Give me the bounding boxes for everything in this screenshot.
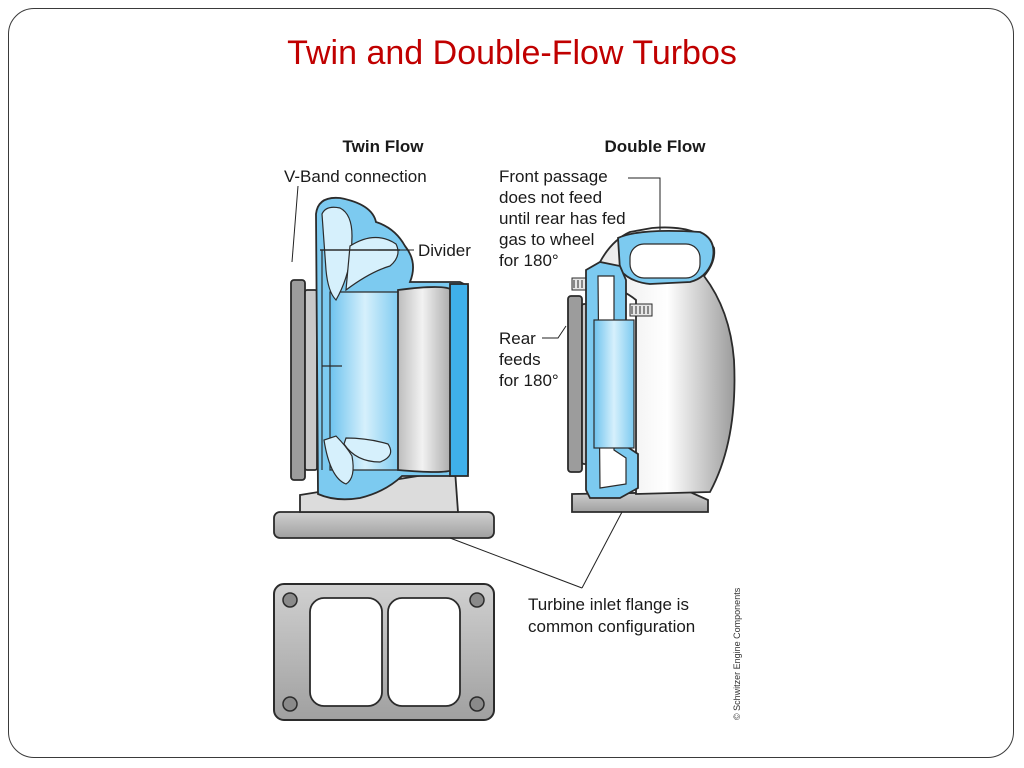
flange-bolt-hole	[282, 592, 298, 608]
label-flange-2: common configuration	[528, 617, 695, 636]
image-credit: © Schwitzer Engine Components	[732, 587, 742, 720]
slide-title: Twin and Double-Flow Turbos	[287, 34, 737, 72]
leader-front-passage	[628, 177, 661, 230]
flange-port-right	[387, 597, 461, 707]
twin-outlet	[397, 286, 453, 473]
label-rear-feeds-3: for 180°	[499, 371, 559, 390]
turbine-inlet-flange	[273, 583, 495, 721]
slide-frame	[8, 8, 1014, 758]
double-front-passage-core	[629, 243, 701, 279]
label-divider: Divider	[418, 241, 471, 260]
twin-flange-ring-outer	[290, 279, 306, 481]
flange-plate	[273, 583, 495, 721]
label-front-passage-5: for 180°	[499, 251, 559, 270]
double-stud-right	[629, 303, 653, 317]
twin-flow-heading: Twin Flow	[343, 137, 425, 156]
leader-flange-twin	[449, 537, 583, 589]
double-flow-housing	[567, 226, 736, 513]
twin-flow-housing	[273, 196, 495, 539]
label-rear-feeds-1: Rear	[499, 329, 536, 348]
double-flow-heading: Double Flow	[604, 137, 706, 156]
leader-v-band	[291, 185, 299, 263]
label-front-passage-3: until rear has fed	[499, 209, 626, 228]
flange-bolt-hole	[469, 696, 485, 712]
flange-bolt-hole	[282, 696, 298, 712]
label-flange-1: Turbine inlet flange is	[528, 595, 689, 614]
twin-outlet-rim	[449, 283, 469, 477]
twin-scroll-lower-b	[343, 437, 392, 463]
twin-scroll-upper-a	[321, 206, 353, 301]
leader-flange-double	[581, 511, 623, 589]
label-front-passage-1: Front passage	[499, 167, 608, 186]
label-v-band: V-Band connection	[284, 167, 427, 186]
twin-base-plate	[273, 511, 495, 539]
flange-bolt-hole	[469, 592, 485, 608]
double-flange-ring-outer	[567, 295, 583, 473]
double-stud-right-threads	[631, 306, 649, 314]
twin-scroll-lower-a	[323, 435, 354, 485]
label-rear-feeds-2: feeds	[499, 350, 541, 369]
double-wheel-bore	[593, 319, 635, 449]
twin-flange-ring-inner	[304, 289, 318, 471]
flange-port-left	[309, 597, 383, 707]
double-stud-left-threads	[573, 280, 591, 288]
label-front-passage-4: gas to wheel	[499, 230, 594, 249]
leader-rear-feeds	[542, 325, 567, 339]
label-front-passage-2: does not feed	[499, 188, 602, 207]
